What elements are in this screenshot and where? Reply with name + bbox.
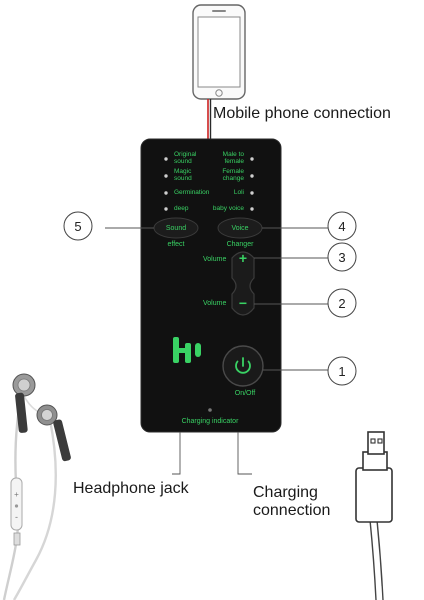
inline-remote: + - (10, 477, 23, 531)
usb-charging-cable (355, 431, 393, 600)
volume-down-label: Volume (203, 300, 226, 307)
svg-text:+: + (14, 490, 19, 499)
volume-down-icon[interactable]: − (239, 295, 247, 311)
mode-right-indicator-dot-1 (250, 174, 254, 178)
callout-1: 1 (327, 356, 357, 386)
phone-cable (207, 99, 212, 141)
headphone-plug (13, 532, 21, 546)
mode-right-label-3: baby voice (213, 205, 244, 212)
svg-text:5: 5 (74, 219, 81, 234)
power-label: On/Off (235, 390, 256, 397)
svg-text:3: 3 (338, 250, 345, 265)
sound-effect-button[interactable]: Sound (153, 217, 199, 239)
mode-left-label-3: deep (174, 205, 189, 212)
mode-right-indicator-dot-2 (250, 191, 254, 195)
svg-text:-: - (15, 512, 18, 522)
voice-button-label: Voice (231, 225, 248, 232)
callout-lines (105, 227, 328, 371)
svg-text:4: 4 (338, 219, 345, 234)
left-earbud (12, 373, 36, 433)
mode-right-indicator-dot-0 (250, 157, 254, 161)
svg-text:1: 1 (338, 364, 345, 379)
voice-changer-sublabel: Changer (227, 241, 255, 248)
mode-right-label-2: Loli (234, 189, 244, 196)
mode-left-indicator-dot-2 (164, 191, 168, 195)
right-earbud (36, 404, 71, 462)
volume-up-label: Volume (203, 256, 226, 263)
brand-logo-icon (173, 337, 201, 363)
charging-connection-label-1: Charging (253, 484, 318, 501)
volume-rocker[interactable]: + − (231, 250, 255, 316)
voice-changer-button[interactable]: Voice (217, 217, 263, 239)
headphone-jack-label: Headphone jack (73, 480, 190, 497)
callout-3: 3 (327, 242, 357, 272)
power-icon (235, 357, 251, 374)
charging-indicator-light (208, 408, 212, 412)
sound-button-label: Sound (166, 225, 186, 232)
charging-indicator-label: Charging indicator (182, 418, 239, 425)
callout-5: 5 (63, 211, 93, 241)
earphones: + - (2, 373, 71, 600)
svg-text:2: 2 (338, 296, 345, 311)
mode-left-label-2: Germination (174, 189, 210, 196)
mode-left-indicator-dot-0 (164, 157, 168, 161)
callout-2: 2 (327, 288, 357, 318)
mobile-connection-label: Mobile phone connection (213, 105, 391, 122)
charging-connection-label-2: connection (253, 502, 330, 519)
volume-up-icon[interactable]: + (239, 250, 247, 266)
voice-changer-device (140, 138, 282, 433)
sound-effect-sublabel: effect (168, 241, 185, 248)
callout-4: 4 (327, 211, 357, 241)
mode-left-indicator-dot-1 (164, 174, 168, 178)
bottom-leader-lines (172, 432, 252, 475)
mode-left-indicator-dot-3 (164, 207, 168, 211)
mode-right-indicator-dot-3 (250, 207, 254, 211)
smartphone (192, 4, 246, 100)
power-button[interactable] (222, 345, 264, 387)
